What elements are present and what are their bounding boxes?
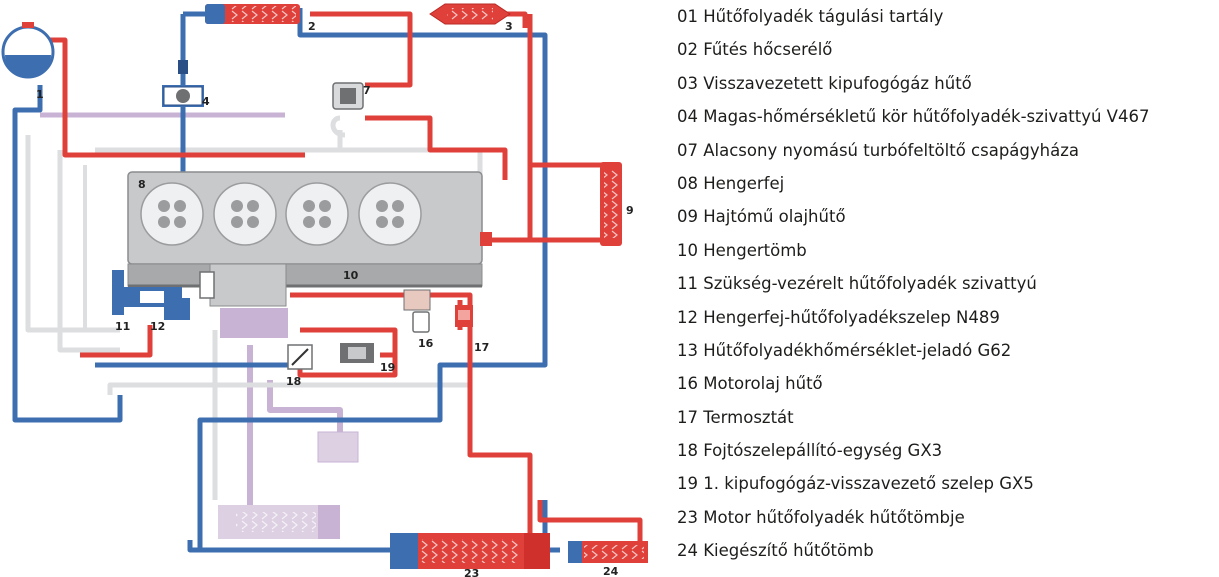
legend-item: 02 Fűtés hőcserélő <box>677 40 833 60</box>
legend-item: 09 Hajtómű olajhűtő <box>677 207 846 227</box>
legend-item: 07 Alacsony nyomású turbófeltöltő csapág… <box>677 140 1079 160</box>
callout-1: 1 <box>36 88 44 101</box>
callout-9: 9 <box>626 204 634 217</box>
engine-block <box>127 171 492 307</box>
legend-item: 10 Hengertömb <box>677 240 807 260</box>
throttle-unit <box>287 344 313 370</box>
callout-16: 16 <box>418 337 434 350</box>
legend-item: 17 Termosztát <box>677 407 794 427</box>
callout-24: 24 <box>603 565 619 577</box>
coolant-circuit-diagram: 1 2 3 4 7 8 9 10 11 12 16 17 18 19 23 24 <box>1 3 648 577</box>
legend-item: 16 Motorolaj hűtő <box>677 374 823 394</box>
callout-17: 17 <box>474 341 489 354</box>
callout-18: 18 <box>286 375 301 388</box>
legend-item: 24 Kiegészítő hűtőtömb <box>677 541 874 561</box>
callout-2: 2 <box>308 20 316 33</box>
component-legend: 01 Hűtőfolyadék tágulási tartály 02 Fűté… <box>677 6 1213 574</box>
legend-item: 18 Fojtószelepállító-egység GX3 <box>677 441 943 461</box>
legend-item: 19 1. kipufogógáz-visszavezető szelep GX… <box>677 474 1034 494</box>
main-radiator <box>390 533 550 569</box>
legend-item: 23 Motor hűtőfolyadék hűtőtömbje <box>677 507 965 527</box>
callout-19: 19 <box>380 361 395 374</box>
turbocharger-bearing-housing <box>330 82 364 138</box>
auxiliary-radiator <box>568 541 648 563</box>
callout-8: 8 <box>138 178 146 191</box>
callout-7: 7 <box>363 84 371 97</box>
egr-cooler <box>429 3 511 25</box>
legend-item: 03 Visszavezetett kipufogógáz hűtő <box>677 73 972 93</box>
engine-oil-cooler <box>403 289 431 333</box>
legend-item: 04 Magas-hőmérsékletű kör hűtőfolyadék-s… <box>677 107 1150 127</box>
thermostat <box>455 305 473 327</box>
callout-12: 12 <box>150 320 165 333</box>
expansion-tank <box>1 22 55 79</box>
oil-pump-housing <box>220 308 288 338</box>
intercooler <box>218 431 359 539</box>
legend-item: 11 Szükség-vezérelt hűtőfolyadék szivatt… <box>677 274 1037 294</box>
callout-23: 23 <box>464 567 479 577</box>
heater-heat-exchanger <box>205 4 300 24</box>
high-temp-coolant-pump <box>162 60 204 107</box>
legend-item: 13 Hűtőfolyadékhőmérséklet-jeladó G62 <box>677 340 1012 360</box>
transmission-oil-cooler <box>600 162 622 246</box>
legend-item: 01 Hűtőfolyadék tágulási tartály <box>677 7 944 26</box>
egr-valve <box>340 343 374 363</box>
legend-item: 08 Hengerfej <box>677 173 785 193</box>
callout-3: 3 <box>505 20 513 33</box>
callout-10: 10 <box>343 269 359 282</box>
callout-labels: 1 2 3 4 7 8 9 10 11 12 16 17 18 19 23 24 <box>36 20 634 577</box>
demand-controlled-pump <box>112 270 190 320</box>
legend-item: 12 Hengerfej-hűtőfolyadékszelep N489 <box>677 307 1000 327</box>
temperature-sender <box>199 271 215 299</box>
callout-11: 11 <box>115 320 130 333</box>
callout-4: 4 <box>202 95 210 108</box>
